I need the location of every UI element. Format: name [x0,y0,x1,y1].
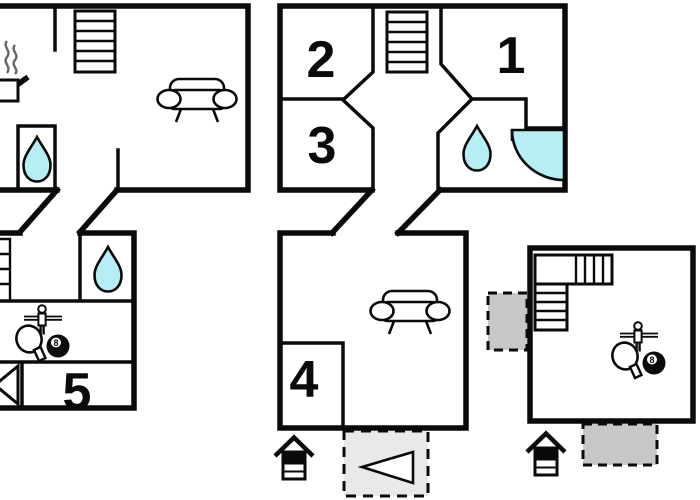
game-room-icons [11,303,71,363]
exterior-walls [527,245,696,424]
corridor-left-walls [16,186,121,236]
building-bottom-left: 5 [0,230,137,421]
water-drop-icon [93,245,123,293]
exterior-walls [0,230,137,411]
direction-arrow-icon [357,450,415,485]
room-1-label: 1 [497,27,526,85]
stairs-icon [385,10,429,74]
exterior-walls [0,3,251,193]
terrace-dashed-area [581,422,659,467]
game-room-icons [607,320,667,380]
shower-quarter-icon [510,128,566,182]
room-3-label: 3 [308,117,337,175]
interior-walls [278,4,567,192]
stairs-icon [73,9,117,74]
terrace-dashed-area [486,291,529,352]
stairs-icon [0,237,12,301]
entrance-house-icon [275,438,313,480]
sofa-icon [369,289,451,336]
entrance-house-icon [527,434,565,476]
stairs-icon [533,253,614,332]
water-drop-icon [22,135,52,183]
room-5-label: 5 [63,363,92,421]
exterior-walls [277,230,469,431]
interior-walls [16,4,120,192]
corridor-middle-walls [328,186,444,237]
water-drop-icon [462,124,492,172]
stove-steam-icon [0,40,30,103]
building-top-left [0,3,251,193]
room-2-label: 2 [307,31,336,89]
building-top-middle: 2 3 1 [277,3,568,193]
building-bottom-middle: 4 [275,230,469,498]
direction-arrow-icon [0,362,20,408]
sofa-icon [156,77,238,124]
interior-walls [278,341,345,430]
exterior-walls [277,3,568,193]
room-4-label: 4 [290,351,319,409]
building-bottom-right [486,245,696,476]
interior-walls [0,231,136,410]
